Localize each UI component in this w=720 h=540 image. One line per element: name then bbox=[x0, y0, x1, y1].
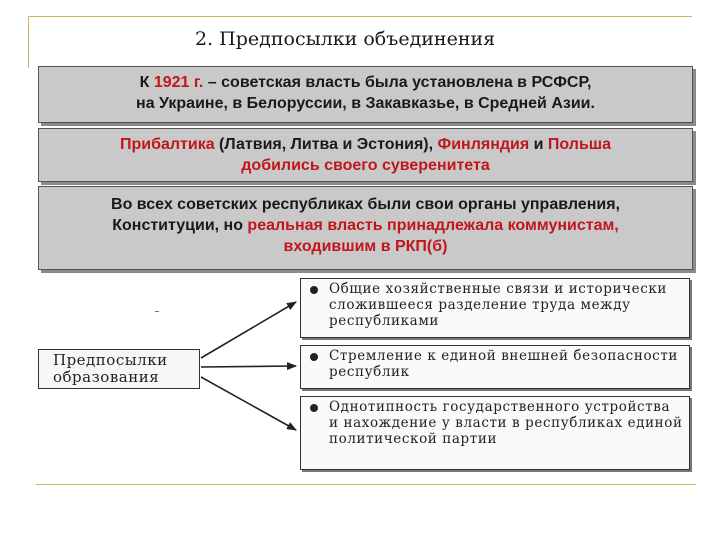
fact-text: (Латвия, Литва и Эстония), bbox=[214, 136, 438, 153]
scan-speck bbox=[155, 311, 159, 312]
premise-text: Стремление к единой внешней безопасности… bbox=[329, 348, 678, 380]
bullet-icon bbox=[310, 353, 318, 361]
premise-box: Общие хозяйственные связи и исторически … bbox=[300, 278, 690, 338]
premise-text: Однотипность государственного устройства… bbox=[329, 399, 683, 447]
fact-text: Во всех советских республиках были свои … bbox=[111, 196, 620, 213]
fact-text: и bbox=[529, 136, 548, 153]
cause-box: Предпосылки образования bbox=[38, 349, 200, 389]
slide-title: 2. Предпосылки объединения bbox=[195, 28, 496, 50]
frame-left-line bbox=[28, 16, 29, 68]
highlight-sovereignty: добились своего суверенитета bbox=[241, 157, 490, 174]
fact-text: – советская власть была установлена в РС… bbox=[203, 74, 592, 91]
highlight-poland: Польша bbox=[547, 136, 612, 153]
premise-box: Стремление к единой внешней безопасности… bbox=[300, 345, 690, 389]
fact-text: на Украине, в Белоруссии, в Закавказье, … bbox=[136, 95, 595, 112]
bullet-icon bbox=[310, 404, 318, 412]
arrow-to-premise-2 bbox=[200, 362, 297, 371]
fact-box-sovereignty: Прибалтика (Латвия, Литва и Эстония), Фи… bbox=[38, 128, 693, 182]
arrow-to-premise-1 bbox=[200, 301, 297, 359]
highlight-real-power: реальная власть принадлежала коммунистам… bbox=[247, 217, 619, 234]
highlight-rkp: входившим в РКП(б) bbox=[283, 238, 448, 255]
highlight-year: 1921 г. bbox=[153, 74, 204, 91]
highlight-baltic: Прибалтика bbox=[119, 136, 215, 153]
frame-bottom-line bbox=[36, 484, 696, 485]
premise-box: Однотипность государственного устройства… bbox=[300, 396, 690, 470]
fact-box-republic-governance: Во всех советских республиках были свои … bbox=[38, 186, 693, 270]
fact-box-soviet-power: К 1921 г. – советская власть была устано… bbox=[38, 66, 693, 123]
premise-text: Общие хозяйственные связи и исторически … bbox=[329, 281, 668, 329]
highlight-finland: Финляндия bbox=[437, 136, 530, 153]
fact-text: К bbox=[139, 74, 154, 91]
fact-text: Конституции, но bbox=[112, 217, 248, 234]
arrow-to-premise-3 bbox=[200, 376, 297, 431]
bullet-icon bbox=[310, 286, 318, 294]
frame-top-line bbox=[28, 16, 692, 17]
